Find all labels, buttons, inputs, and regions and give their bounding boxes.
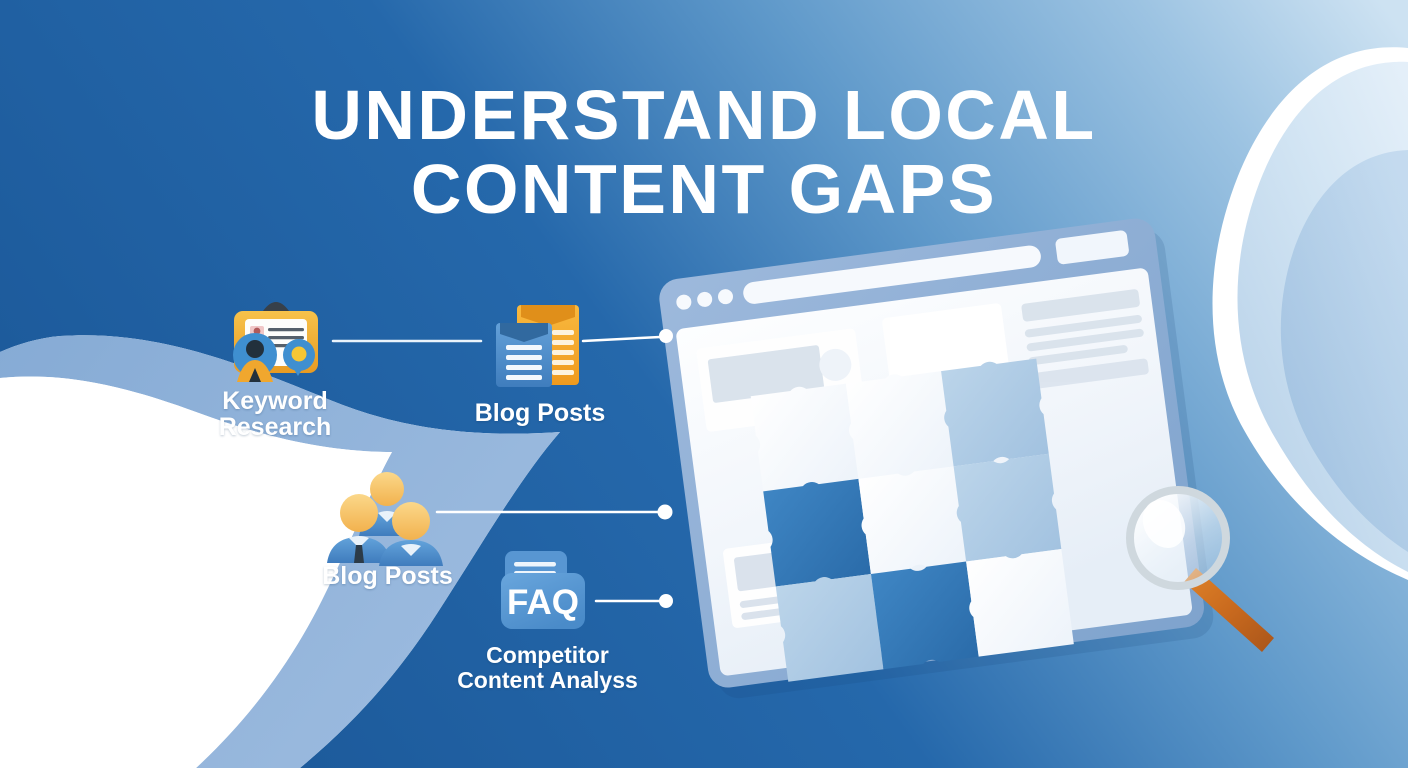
- connector-team-to-browser: [435, 504, 673, 520]
- magnifier-handle: [1184, 568, 1274, 652]
- node-blog-posts-documents[interactable]: Blog Posts: [440, 400, 640, 426]
- person-head-back: [370, 472, 404, 506]
- clipboard-clip: [263, 302, 289, 311]
- faq-card-text: FAQ: [507, 583, 579, 622]
- puzzle-piece: [750, 383, 859, 492]
- node-keyword-research[interactable]: Keyword Research: [165, 388, 385, 440]
- wave-white-bottom-left: [0, 376, 392, 768]
- browser-address-bar: [743, 245, 1041, 304]
- node-competitor-content-analysis-label: Competitor Content Analyss: [457, 642, 638, 693]
- browser-window-illustration: [659, 218, 1214, 699]
- page-title-line-1: UNDERSTAND LOCAL: [311, 76, 1097, 154]
- node-blog-posts-team[interactable]: Blog Posts: [290, 563, 485, 589]
- puzzle-piece: [858, 466, 967, 575]
- puzzle-piece: [941, 358, 1049, 467]
- person-collar-right: [401, 544, 421, 556]
- puzzle-pieces-group: [750, 358, 1074, 682]
- clipboard-line: [268, 328, 304, 332]
- node-blog-posts-documents-label: Blog Posts: [474, 399, 606, 427]
- people-group-icon: [327, 472, 443, 566]
- connector-faq-to-browser: [594, 594, 673, 608]
- document-back-lines: [552, 330, 574, 375]
- person-head-right: [392, 502, 430, 540]
- browser-action-button: [1055, 230, 1129, 265]
- person-tie-left: [354, 545, 364, 563]
- page-title-line-2: CONTENT GAPS: [410, 150, 998, 228]
- document-front-flap: [500, 323, 548, 342]
- stacked-documents-icon: [496, 305, 579, 387]
- faq-cards-icon: FAQ: [501, 551, 585, 629]
- magnifier-rim: [1126, 486, 1230, 590]
- person-tie: [249, 368, 261, 382]
- browser-traffic-dots: [676, 289, 733, 310]
- puzzle-piece: [845, 371, 954, 479]
- wave-pale-inner-right: [1280, 150, 1408, 552]
- search-pin-tail: [292, 366, 304, 376]
- search-pin-dot: [291, 346, 307, 362]
- person-collar-left: [349, 536, 369, 548]
- clipboard-person-search-icon: [233, 302, 318, 382]
- magnifier-highlight: [1142, 500, 1186, 548]
- node-blog-posts-team-label: Blog Posts: [322, 562, 453, 590]
- photo-head: [253, 327, 261, 335]
- puzzle-piece: [763, 478, 871, 587]
- clipboard-line: [268, 336, 304, 340]
- puzzle-piece: [775, 574, 884, 682]
- puzzle-piece: [966, 548, 1074, 657]
- person-collar-back: [378, 511, 396, 522]
- document-back-flap: [521, 305, 575, 326]
- connector-blog-to-browser: [581, 329, 673, 343]
- magnifying-glass-icon: [1126, 486, 1274, 652]
- page-title: UNDERSTAND LOCAL CONTENT GAPS: [0, 78, 1408, 226]
- document-front-lines: [506, 345, 542, 380]
- faq-card-front: [501, 573, 585, 629]
- person-head: [246, 340, 264, 358]
- node-competitor-content-analysis[interactable]: Competitor Content Analyss: [435, 643, 660, 693]
- puzzle-piece: [953, 453, 1062, 562]
- puzzle-piece: [870, 561, 979, 670]
- person-head-left: [340, 494, 378, 532]
- wave-light-band-left: [0, 335, 560, 768]
- node-keyword-research-label: Keyword Research: [218, 387, 332, 441]
